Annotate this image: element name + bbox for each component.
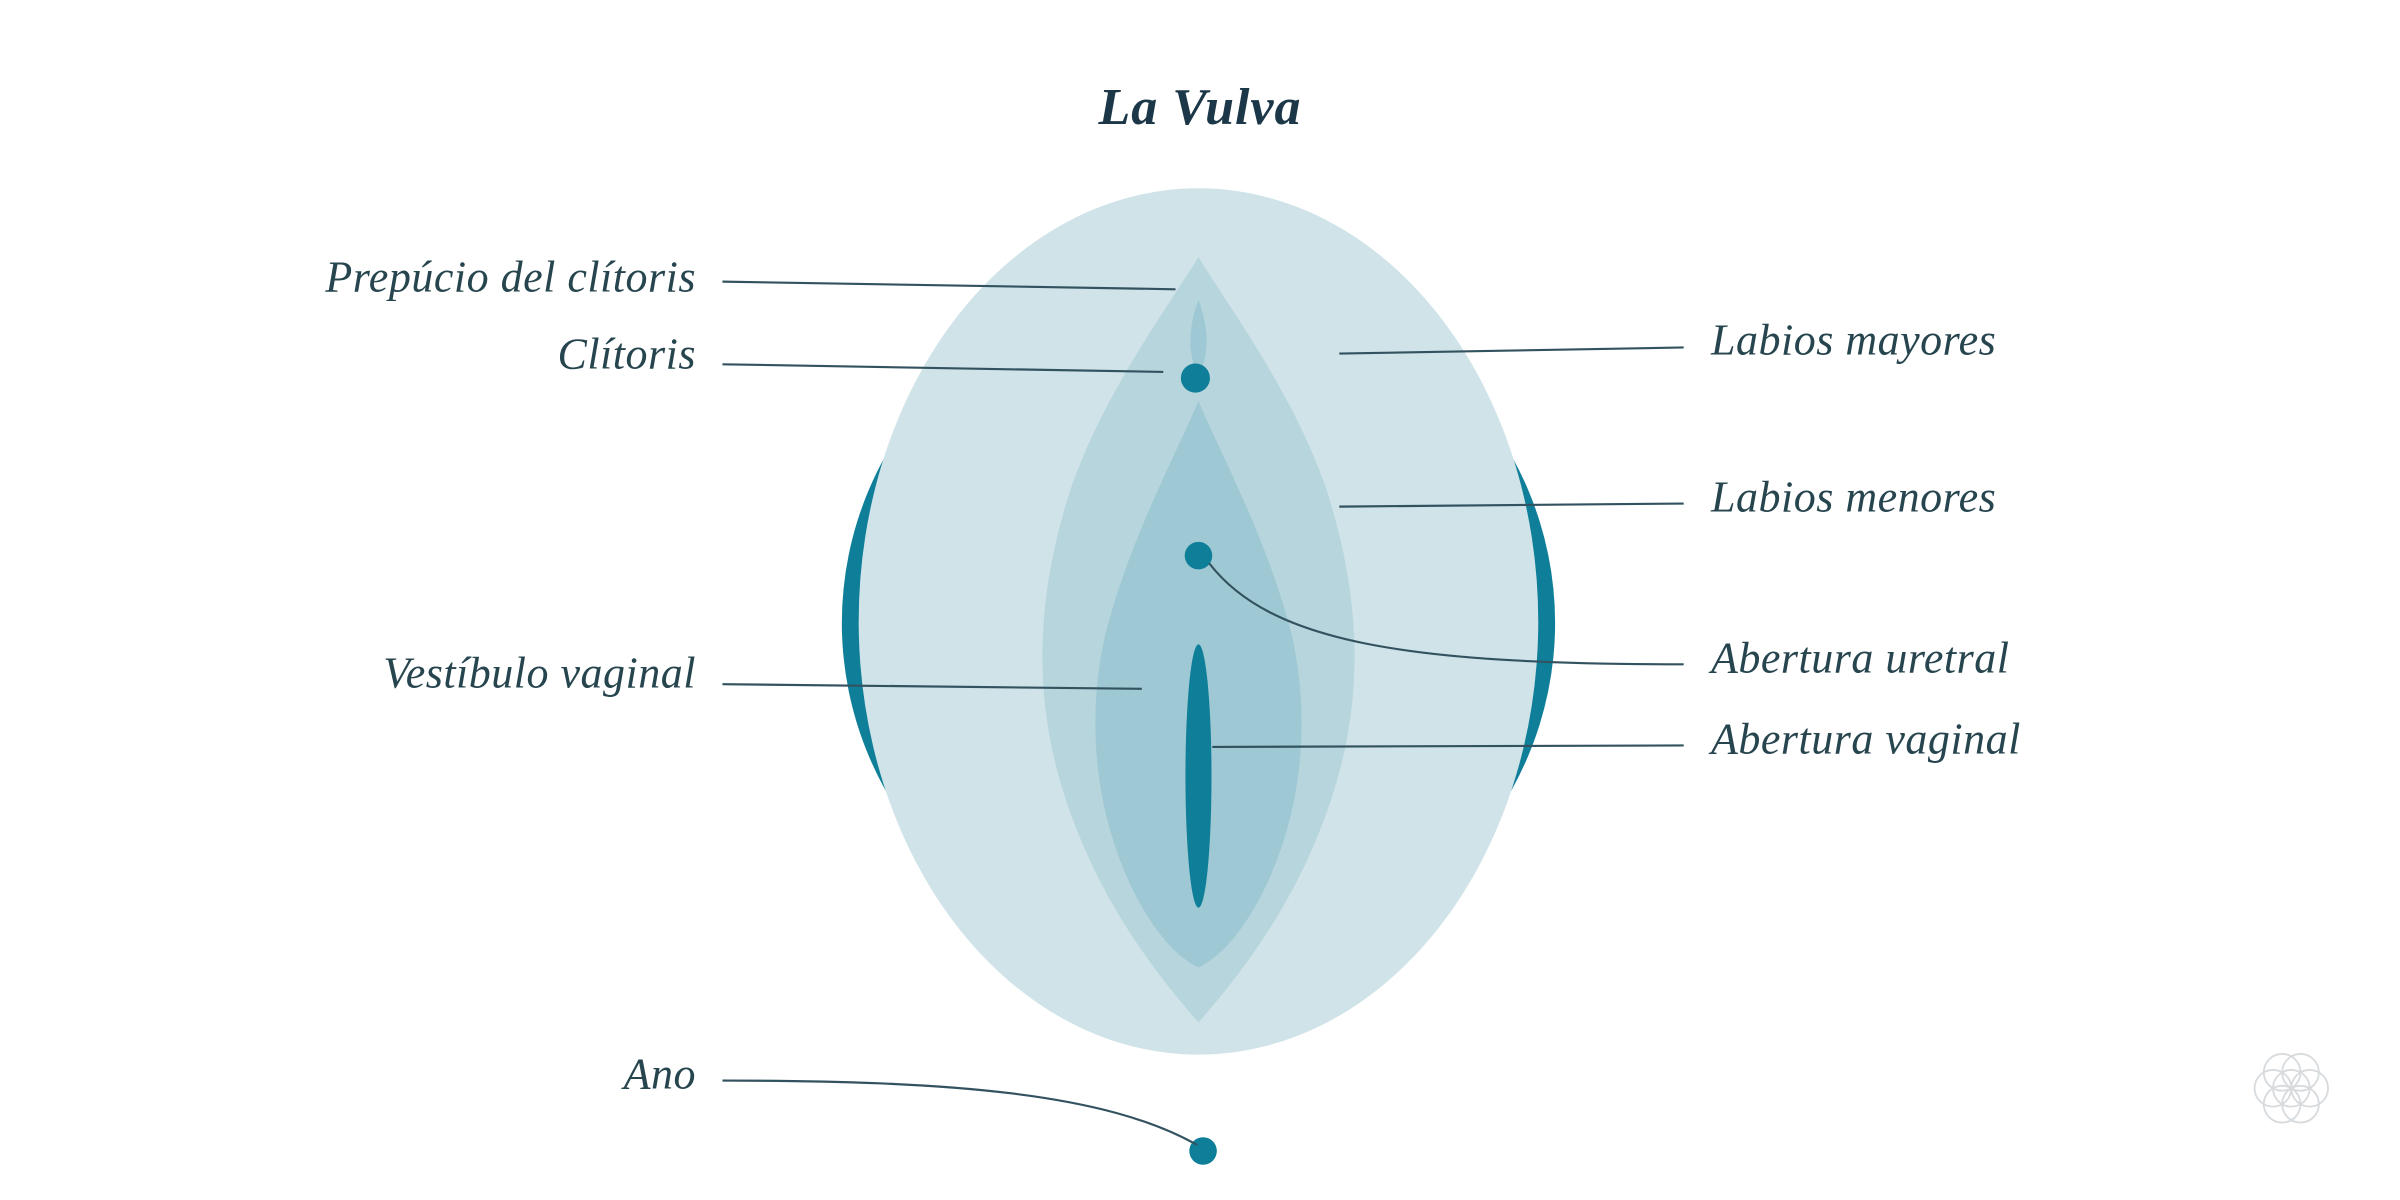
prepucio-leader-line — [722, 280, 1176, 291]
leader-lines — [722, 280, 1684, 1146]
ano-leader-line — [722, 1079, 1198, 1146]
seed-of-life-logo-icon — [2253, 1053, 2329, 1124]
label-prepucio-del-clitoris: Prepúcio del clítoris — [325, 252, 696, 302]
label-ano: Ano — [623, 1049, 696, 1099]
label-clitoris: Clítoris — [557, 329, 696, 379]
clitoris-dot — [1180, 363, 1210, 393]
label-labios-mayores: Labios mayores — [1711, 315, 1997, 365]
labios-menores-leader-line — [1339, 502, 1684, 508]
labios-mayores-leader-line — [1339, 346, 1684, 355]
abertura-uretral-leader-line — [1208, 562, 1684, 666]
label-abertura-vaginal: Abertura vaginal — [1711, 714, 2021, 764]
clitoris-leader-line — [722, 363, 1164, 374]
clitoral-hood-shape — [1190, 300, 1207, 377]
label-vestibulo-vaginal: Vestíbulo vaginal — [383, 648, 696, 698]
label-labios-menores: Labios menores — [1711, 472, 1997, 522]
vaginal-opening-shape — [1185, 644, 1212, 908]
label-abertura-uretral: Abertura uretral — [1711, 633, 2010, 683]
abertura-vaginal-leader-line — [1212, 744, 1684, 749]
urethral-opening-dot — [1184, 541, 1213, 570]
page-title: La Vulva — [1098, 79, 1302, 136]
anus-dot — [1189, 1137, 1217, 1165]
vestibulo-leader-line — [722, 683, 1142, 690]
